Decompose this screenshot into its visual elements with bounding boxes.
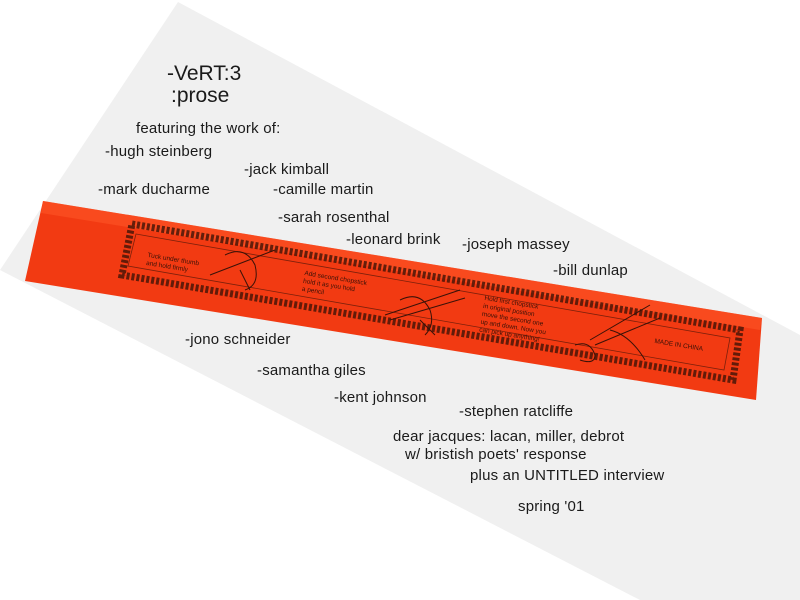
contributor: -joseph massey (462, 236, 570, 253)
contributor: -jono schneider (185, 331, 291, 348)
meander-border-inner (127, 233, 731, 371)
contributor: -sarah rosenthal (278, 209, 390, 226)
interview-line: plus an UNTITLED interview (470, 467, 665, 484)
contributor: -samantha giles (257, 362, 366, 379)
contributor: -mark ducharme (98, 181, 210, 198)
meander-border (117, 219, 744, 385)
contributor: -camille martin (273, 181, 374, 198)
hand-illustration-3 (574, 304, 661, 363)
contributor: -leonard brink (346, 231, 441, 248)
chopstick-wrapper (25, 201, 762, 400)
feature-line-2: w/ bristish poets' response (405, 446, 587, 463)
contributor: -jack kimball (244, 161, 330, 178)
hand-illustration-1 (209, 249, 276, 291)
contributor: -kent johnson (334, 389, 427, 406)
issue-date: spring '01 (518, 498, 585, 515)
contributor: -hugh steinberg (105, 143, 213, 160)
hand-illustration-2 (384, 289, 466, 336)
issue-subtitle: :prose (171, 84, 230, 107)
contributor: -stephen ratcliffe (459, 403, 574, 420)
issue-title: -VeRT:3 (167, 62, 242, 85)
contributor: -bill dunlap (553, 262, 628, 279)
featuring-label: featuring the work of: (136, 120, 281, 137)
wrapper-band-shade (41, 201, 762, 330)
feature-line-1: dear jacques: lacan, miller, debrot (393, 428, 625, 445)
